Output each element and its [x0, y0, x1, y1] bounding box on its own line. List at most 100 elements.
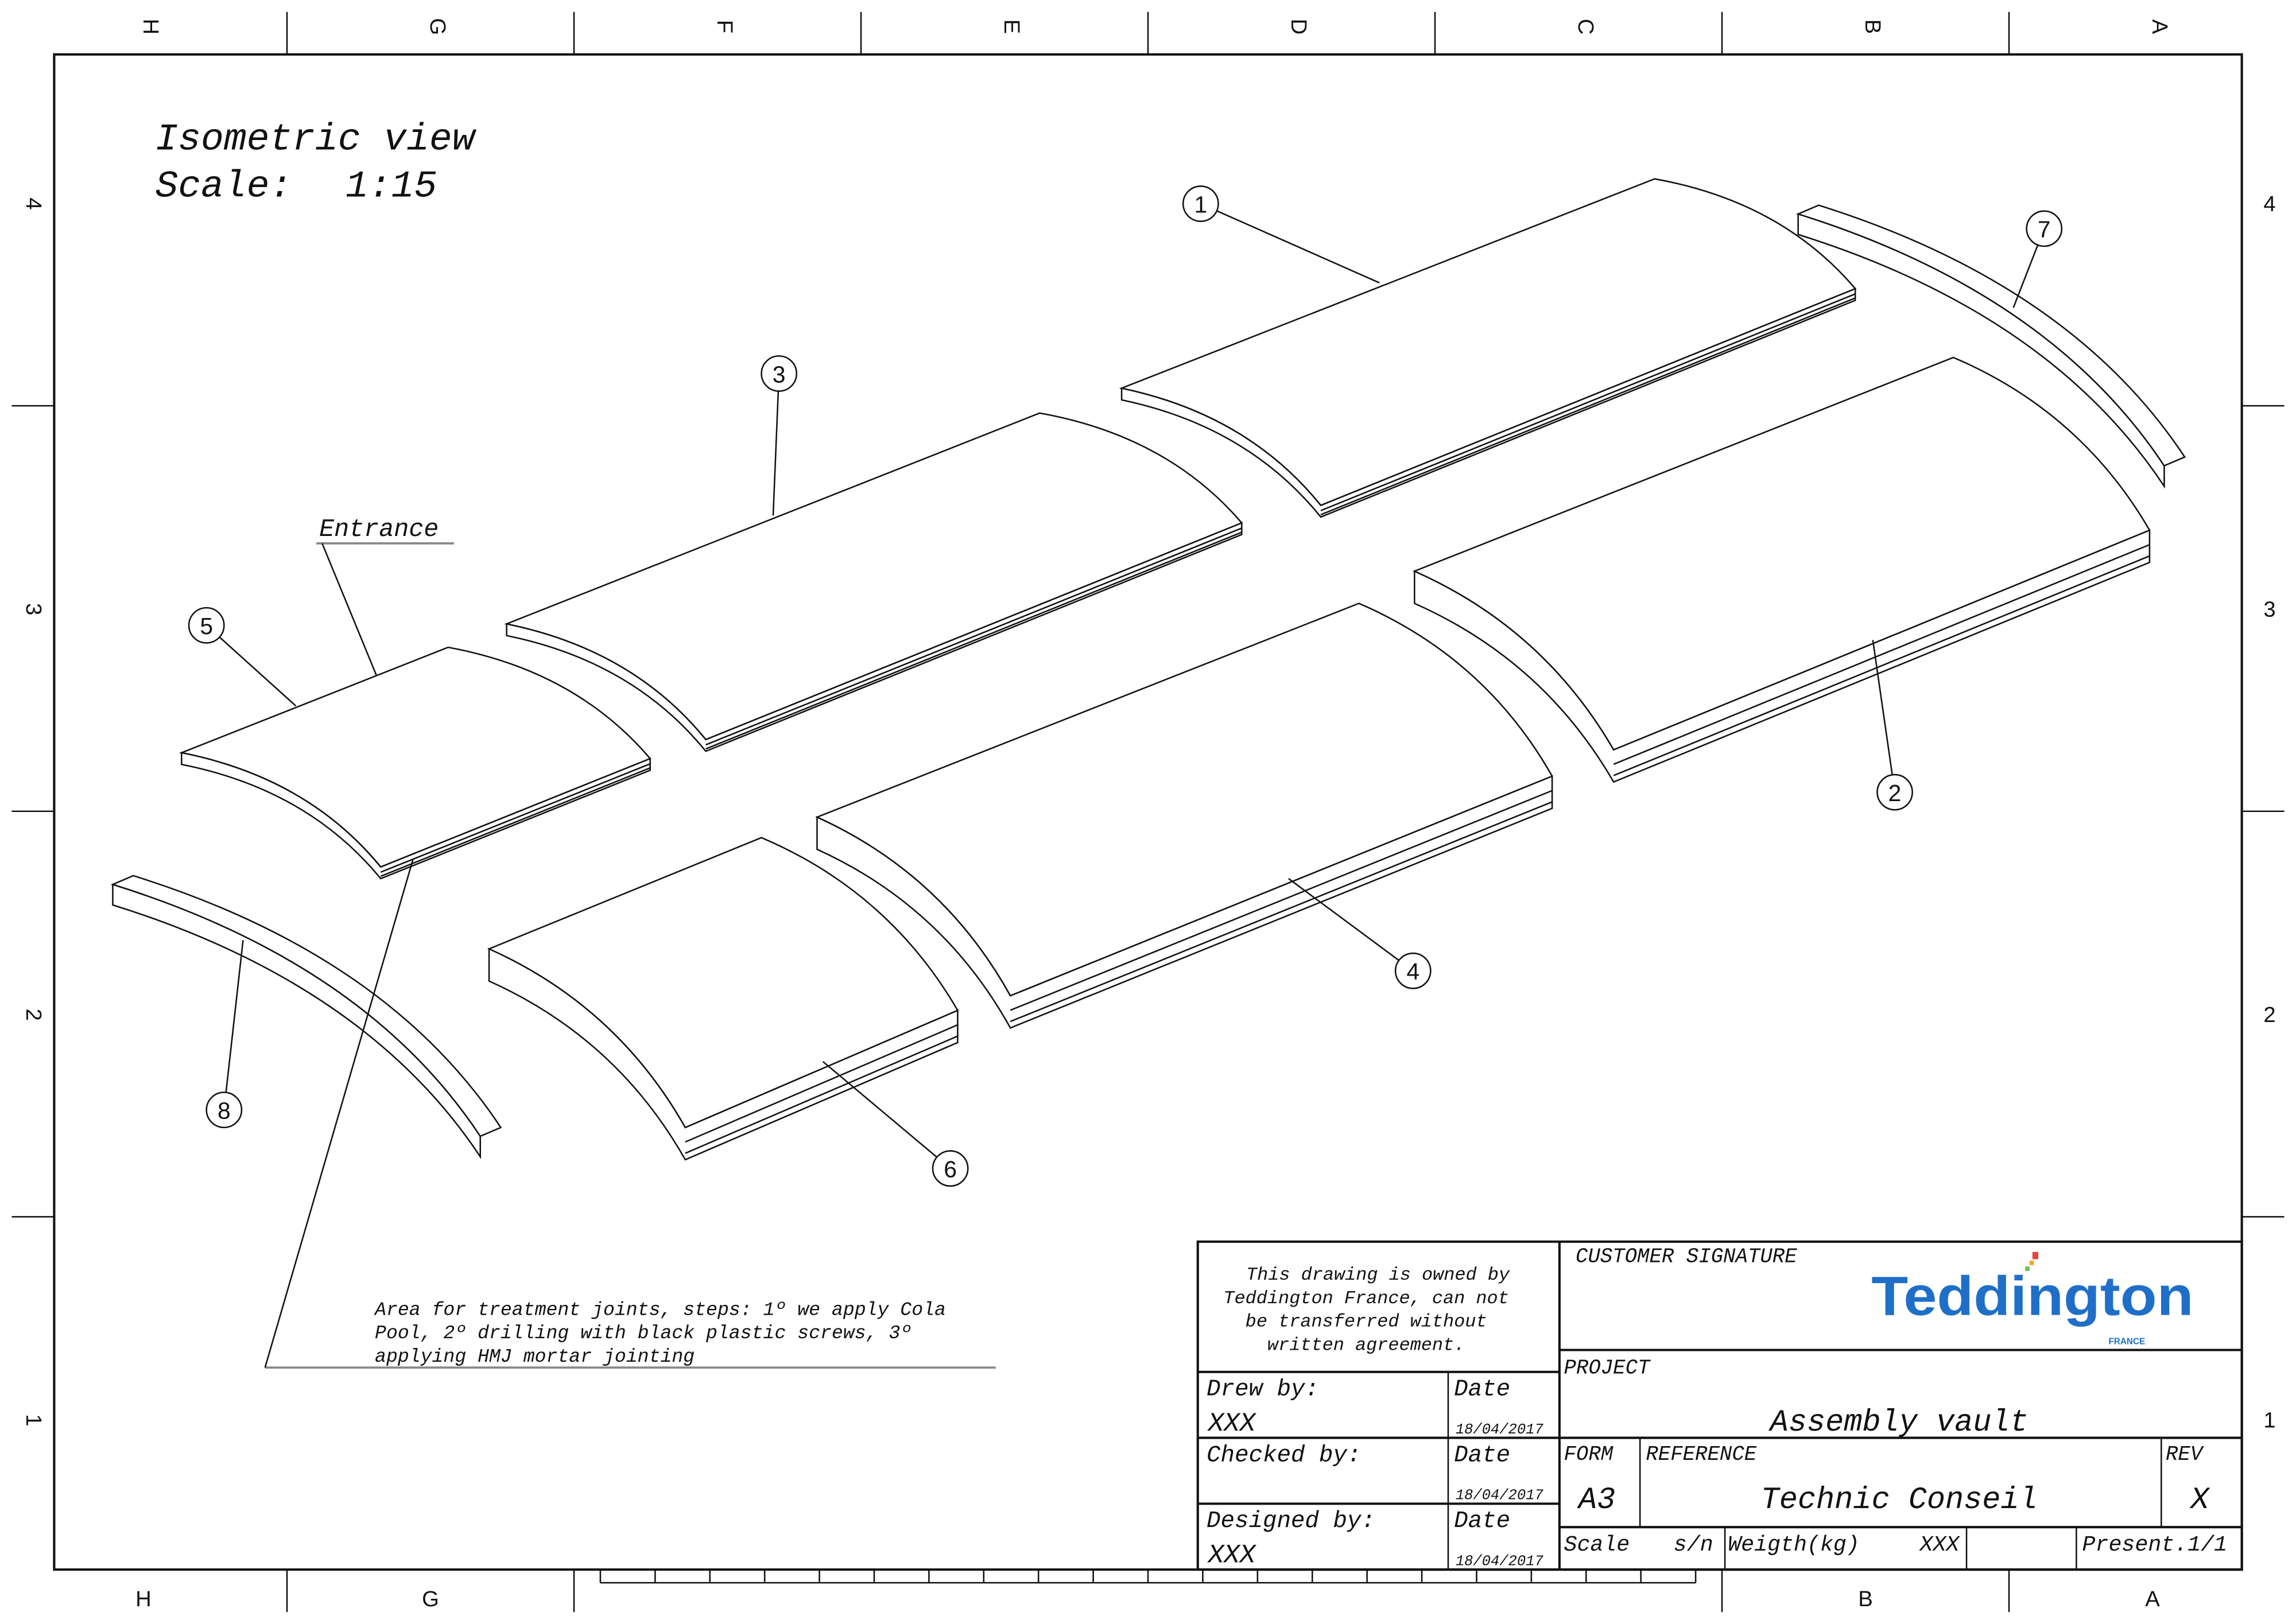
column-label-bottom: A [2145, 1587, 2160, 1611]
note-line-2: Pool, 2º drilling with black plastic scr… [375, 1322, 912, 1344]
balloon-number: 3 [773, 361, 786, 387]
ownership-line-1: This drawing is owned by [1246, 1264, 1510, 1285]
logo-subtitle: FRANCE [2108, 1337, 2145, 1346]
row-label-left: 3 [21, 603, 46, 615]
form-label: FORM [1564, 1443, 1613, 1466]
date-2: 18/04/2017 [1456, 1487, 1544, 1504]
balloon-number: 7 [2038, 216, 2051, 243]
teddington-logo: Teddington FRANCE [1871, 1252, 2193, 1346]
note-line-1: Area for treatment joints, steps: 1º we … [374, 1299, 946, 1320]
balloon-leader [225, 940, 244, 1093]
reference-value: Technic Conseil [1761, 1483, 2038, 1518]
balloon-leader [1216, 210, 1380, 283]
title-block: This drawing is owned by Teddington Fran… [1196, 1240, 2243, 1571]
date-3: 18/04/2017 [1456, 1553, 1544, 1569]
present-label: Present.1/1 [2082, 1533, 2228, 1557]
balloon-circle [205, 1091, 243, 1129]
balloon-number: 6 [944, 1156, 957, 1182]
ownership-line-3: be transferred without [1246, 1311, 1487, 1332]
balloon-2: 2 [1872, 640, 1913, 811]
scale-label: Scale [1564, 1533, 1630, 1557]
column-label-top: F [712, 20, 737, 33]
balloon-circle [188, 607, 225, 644]
row-label-right: 1 [2263, 1408, 2275, 1433]
reference-label: REFERENCE [1646, 1443, 1756, 1466]
entrance-label: Entrance [319, 516, 439, 544]
column-label-top: C [1573, 19, 1598, 35]
date-label-1: Date [1454, 1377, 1510, 1403]
column-label-bottom: B [1858, 1587, 1873, 1611]
column-label-top: A [2147, 20, 2172, 34]
project-label: PROJECT [1564, 1356, 1651, 1380]
row-label-left: 4 [21, 197, 46, 209]
arch-beam-part-8 [110, 875, 502, 1160]
ownership-line-2: Teddington France, can not [1223, 1288, 1508, 1309]
weight-label: Weigth(kg) [1728, 1533, 1860, 1557]
slab-part-1 [1119, 178, 1857, 518]
view-title: Isometric view [155, 118, 476, 161]
balloon-leader [1872, 640, 1893, 775]
balloon-circle [1182, 185, 1219, 222]
ownership-line-4: written agreement. [1267, 1335, 1465, 1356]
balloon-7: 7 [2012, 210, 2063, 308]
date-1: 18/04/2017 [1456, 1421, 1544, 1438]
balloon-number: 1 [1194, 191, 1207, 217]
slab-part-6 [487, 837, 959, 1161]
balloon-circle [1394, 952, 1432, 989]
date-label-3: Date [1454, 1508, 1510, 1534]
logo-wordmark: Teddington [1871, 1264, 2193, 1327]
drew-by-label: Drew by: [1207, 1377, 1319, 1403]
row-label-right: 3 [2263, 597, 2275, 621]
slab-part-2 [1412, 356, 2151, 783]
balloon-circle [932, 1150, 969, 1187]
balloon-leader [2012, 244, 2039, 308]
balloon-number: 2 [1888, 780, 1902, 806]
balloon-3: 3 [761, 355, 798, 516]
note-line-3: applying HMJ mortar jointing [375, 1346, 695, 1367]
column-label-top: G [425, 18, 450, 35]
view-scale-value: 1:15 [346, 165, 437, 208]
balloon-number: 8 [218, 1097, 231, 1124]
balloon-8: 8 [205, 940, 244, 1129]
column-label-top: B [1860, 20, 1885, 34]
checked-by-label: Checked by: [1207, 1442, 1361, 1468]
arch-beam-part-7 [1795, 204, 2186, 489]
balloon-circle [2026, 210, 2063, 247]
project-value: Assembly vault [1768, 1405, 2029, 1440]
rev-value: X [2189, 1483, 2210, 1518]
date-label-2: Date [1454, 1442, 1510, 1468]
balloon-leader [772, 391, 779, 516]
scale-value: s/n [1674, 1533, 1713, 1557]
balloon-circle [1876, 774, 1913, 811]
column-label-top: E [999, 20, 1024, 34]
isometric-parts [110, 178, 2186, 1161]
weight-value: XXX [1918, 1533, 1960, 1557]
slab-part-4 [815, 603, 1553, 1029]
slab-part-3 [504, 412, 1243, 752]
balloon-1: 1 [1182, 185, 1380, 283]
row-label-left: 1 [21, 1414, 46, 1426]
balloon-leader [219, 636, 297, 706]
view-scale-label: Scale: [155, 165, 292, 208]
designed-by-label: Designed by: [1207, 1508, 1375, 1534]
column-label-bottom: H [135, 1587, 152, 1611]
note-leader [264, 859, 414, 1368]
column-label-bottom: G [422, 1587, 439, 1611]
balloon-leader [822, 1060, 937, 1158]
balloon-circle [761, 355, 798, 392]
slab-part-5 [179, 646, 651, 880]
balloon-number: 5 [200, 613, 213, 639]
column-label-top: D [1286, 19, 1311, 35]
form-value: A3 [1577, 1483, 1615, 1518]
row-label-right: 4 [2263, 192, 2275, 216]
row-label-right: 2 [2263, 1003, 2275, 1027]
part-balloons: 1 2 3 4 5 6 7 8 [188, 185, 2063, 1187]
balloon-4: 4 [1288, 878, 1432, 989]
balloon-5: 5 [188, 607, 297, 706]
drew-by-value: XXX [1207, 1409, 1257, 1439]
balloon-number: 4 [1406, 958, 1420, 985]
designed-by-value: XXX [1207, 1540, 1257, 1570]
balloon-leader [1288, 878, 1399, 961]
